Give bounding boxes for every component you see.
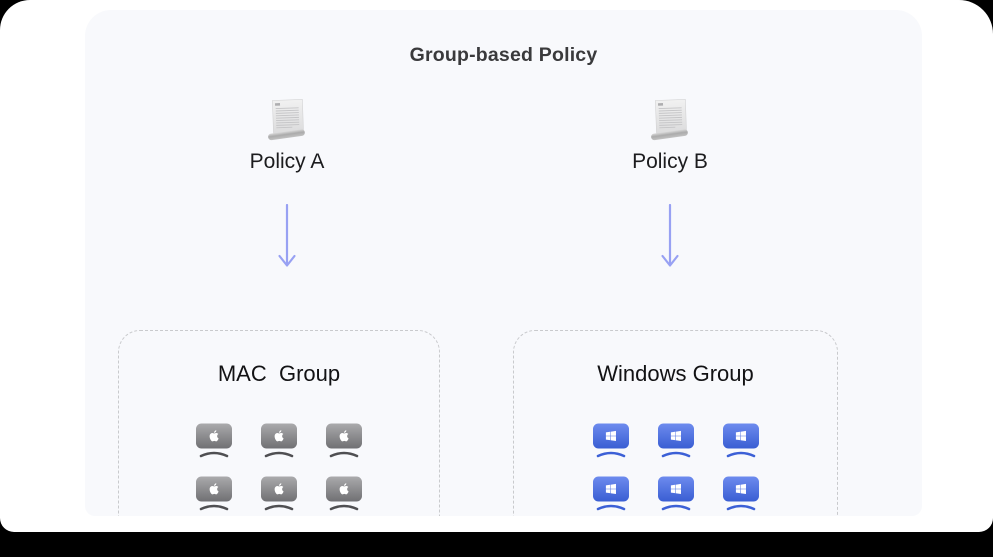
mac-monitor-icon	[196, 423, 232, 458]
policy-b-label: Policy B	[632, 150, 708, 173]
windows-monitor-icon	[592, 476, 629, 511]
policy-document-icon	[651, 99, 688, 141]
arrow-down-icon	[278, 204, 296, 267]
windows-group-box: Windows Group	[513, 330, 838, 516]
mac-monitor-icon	[196, 476, 232, 511]
arrow-down-icon	[661, 204, 679, 267]
windows-monitor-icon	[657, 476, 694, 511]
mac-monitor-icon	[261, 423, 297, 458]
page-title: Group-based Policy	[409, 44, 598, 66]
mac-monitor-icon	[326, 476, 362, 511]
mac-monitor-icon	[326, 423, 362, 458]
policy-a-column: Policy A	[177, 10, 397, 276]
mac-monitor-icon	[261, 476, 297, 511]
windows-device-grid	[514, 423, 837, 512]
windows-monitor-icon	[592, 423, 629, 458]
mac-device-grid	[119, 423, 439, 512]
diagram-card: Group-based Policy	[0, 0, 993, 532]
mac-group-title: MAC Group	[217, 361, 341, 386]
windows-monitor-icon	[722, 476, 759, 511]
policy-b-column: Policy B	[560, 10, 780, 276]
policy-a-label: Policy A	[249, 150, 325, 173]
mac-group-box: MAC Group	[118, 330, 440, 516]
policy-document-icon	[268, 99, 305, 141]
windows-monitor-icon	[657, 423, 694, 458]
windows-group-title: Windows Group	[597, 361, 754, 386]
windows-monitor-icon	[722, 423, 759, 458]
diagram-panel: Group-based Policy	[85, 10, 922, 516]
